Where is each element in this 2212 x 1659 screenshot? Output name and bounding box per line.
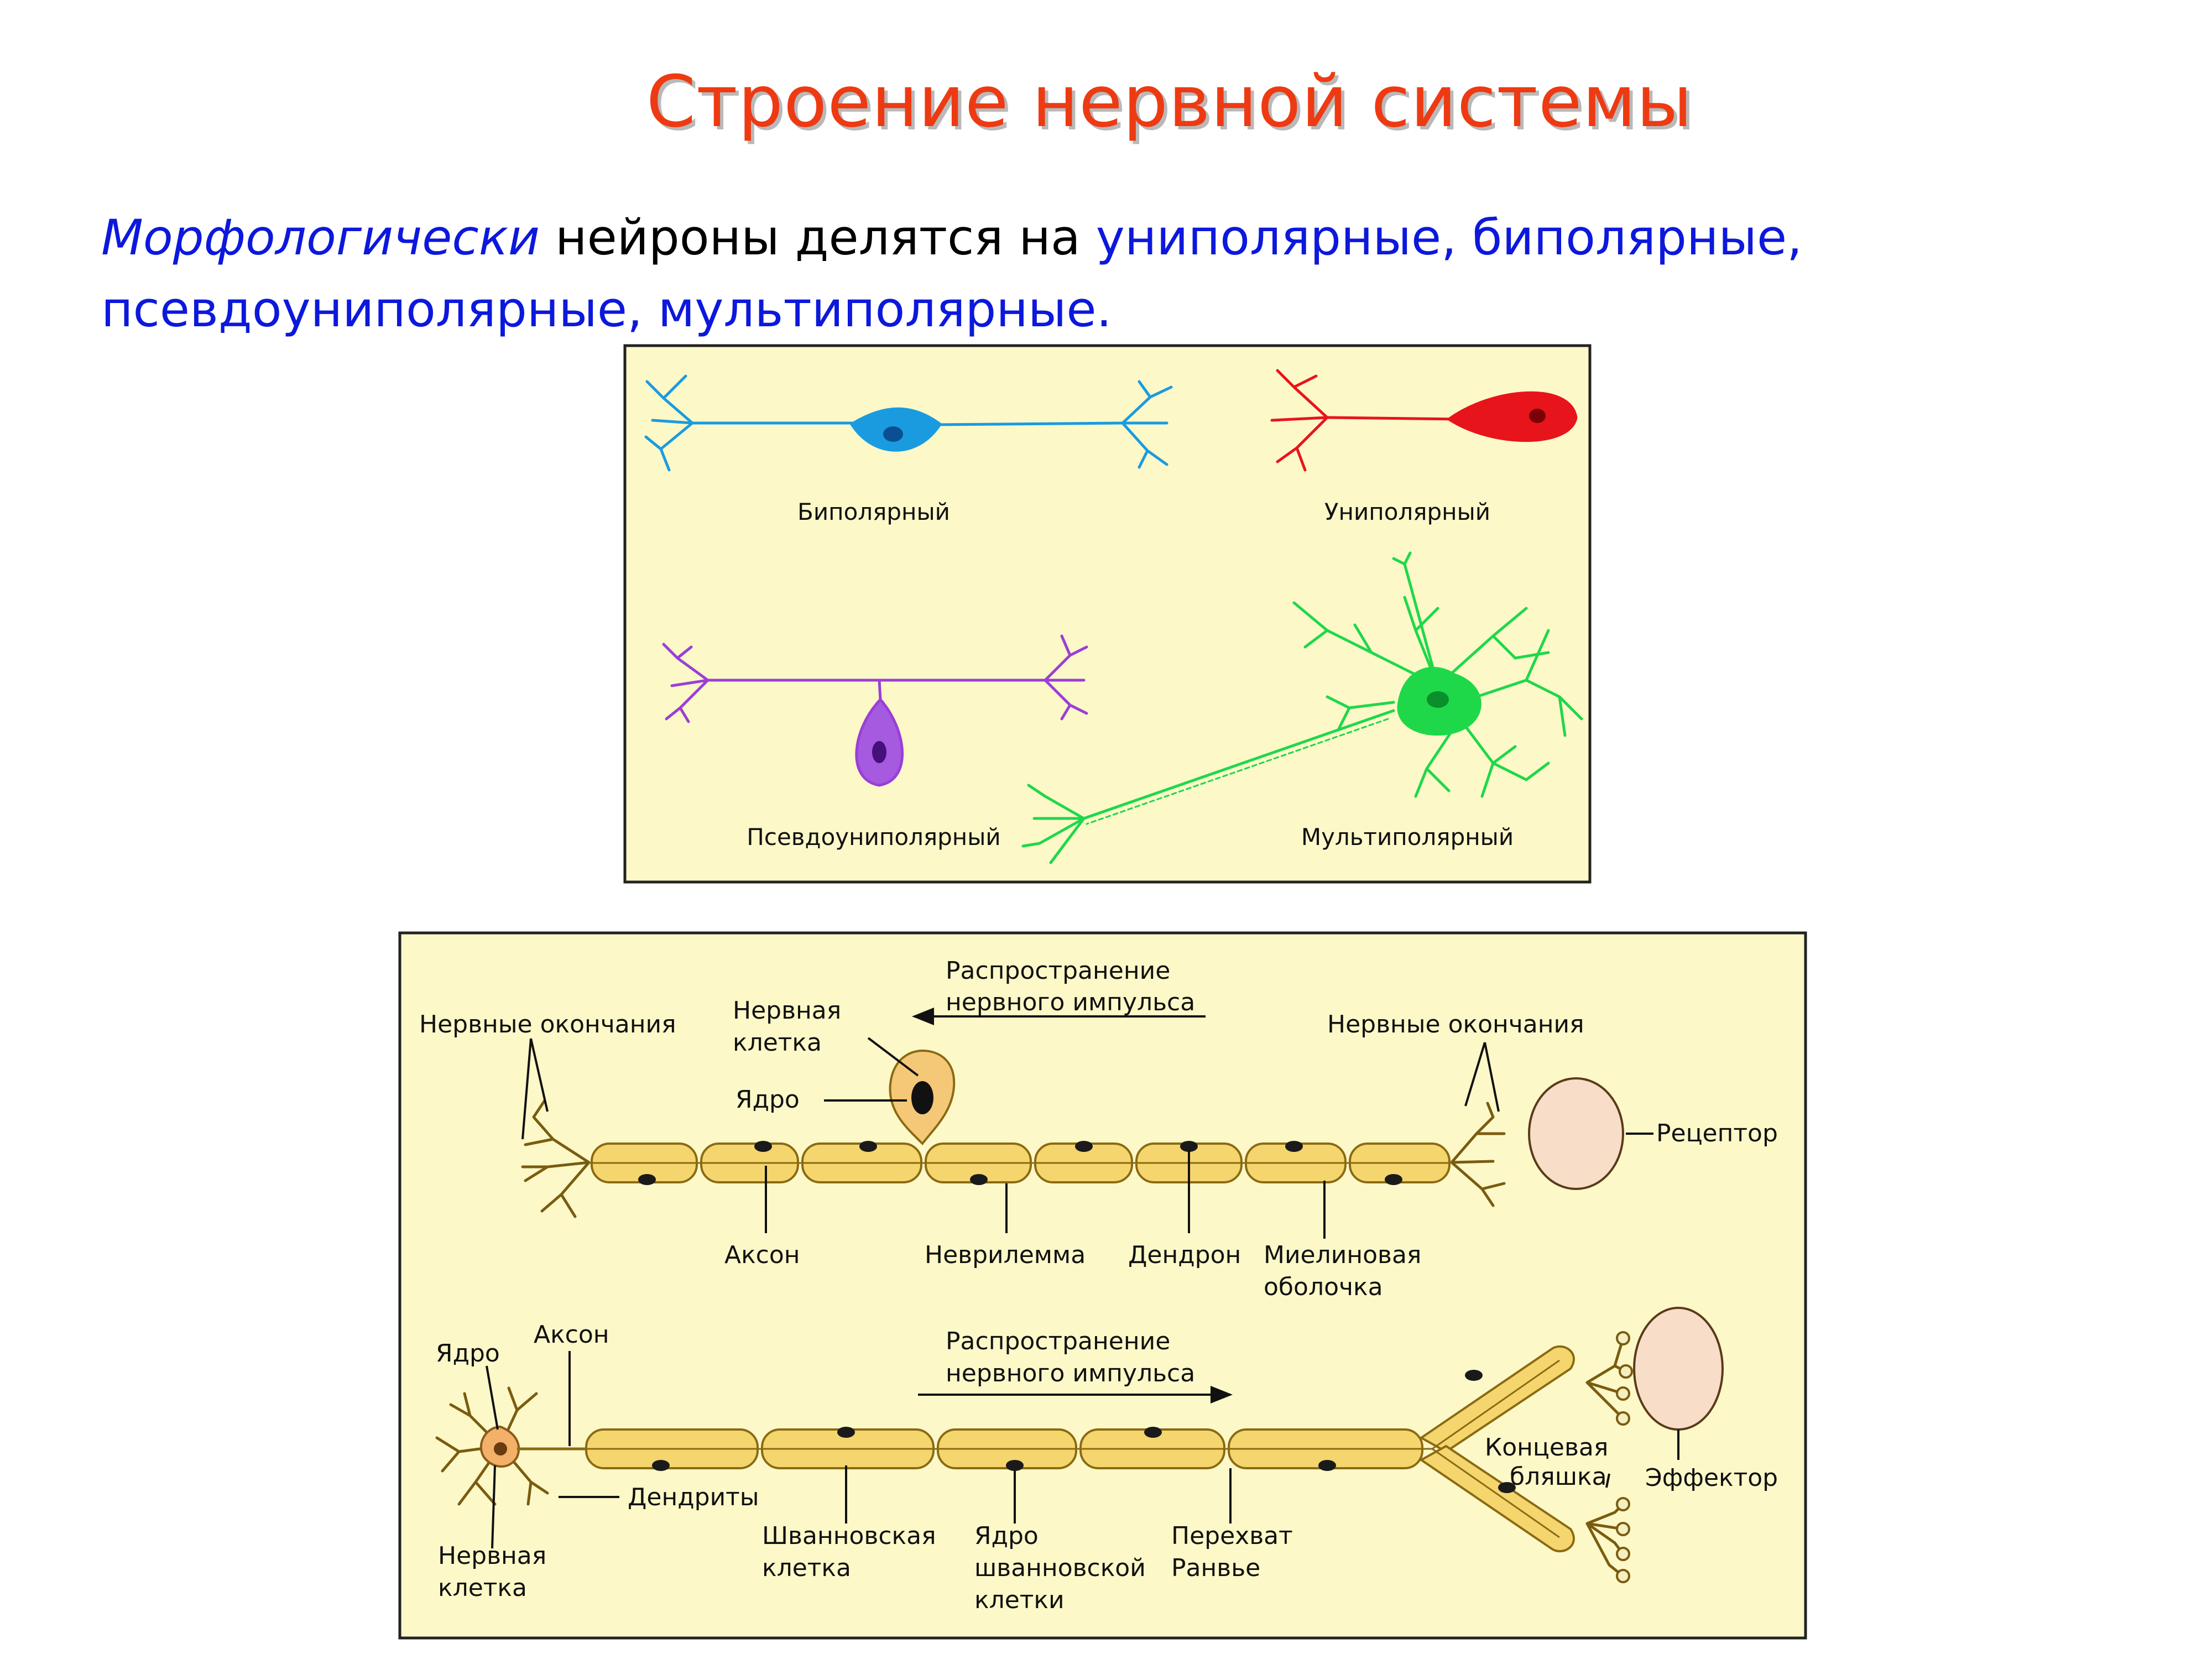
intro-types-line2: псевдоуниполярные, мультиполярные. <box>101 281 1112 338</box>
intro-paragraph: Морфологически нейроны делятся на унипол… <box>101 202 2037 346</box>
slide-title-text: Строение нервной системы <box>646 61 1693 143</box>
sensory-neuron-illustration <box>521 1049 1624 1218</box>
motor-cell-label-1: Нервная <box>438 1542 546 1570</box>
nerve-structure-panel: Нервные окончания Нервная клетка Распрос… <box>398 931 1807 1640</box>
receptor-label: Рецептор <box>1656 1119 1778 1147</box>
unipolar-neuron-illustration <box>1270 369 1578 472</box>
sensory-axon-label: Аксон <box>724 1241 800 1269</box>
unipolar-label: Униполярный <box>1324 498 1490 525</box>
end-plate-label-1: Концевая <box>1485 1433 1608 1462</box>
motor-axon-label: Аксон <box>534 1321 609 1349</box>
schwann-nucleus-label-1: Ядро <box>974 1522 1039 1550</box>
bipolar-label: Биполярный <box>797 498 950 525</box>
myelin-label-1: Миелиновая <box>1264 1241 1421 1269</box>
slide-title: Строение нервной системы <box>0 61 2212 143</box>
pseudounipolar-neuron-illustration <box>662 634 1088 787</box>
motor-neuron-illustration <box>435 1307 1724 1583</box>
sensory-cell-label-2: клетка <box>733 1029 822 1057</box>
sensory-cell-label-1: Нервная <box>733 997 841 1025</box>
pseudounipolar-label: Псевдоуниполярный <box>747 823 1000 851</box>
schwann-nucleus-label-3: клетки <box>974 1586 1065 1614</box>
sensory-impulse-label-2: нервного импульса <box>946 988 1195 1016</box>
effector-label: Эффектор <box>1645 1464 1778 1492</box>
schwann-cell-label-2: клетка <box>762 1554 851 1582</box>
neuron-types-panel-bg <box>623 344 1592 884</box>
neurilemma-label: Неврилемма <box>925 1241 1086 1269</box>
motor-nucleus-label: Ядро <box>436 1339 500 1368</box>
motor-impulse-label-2: нервного импульса <box>946 1359 1195 1387</box>
schwann-nucleus-label-2: шванновской <box>974 1554 1146 1582</box>
end-plate-label-2: бляшка <box>1510 1463 1607 1491</box>
multipolar-label: Мультиполярный <box>1301 823 1514 851</box>
intro-emphasis: Морфологически <box>101 209 540 266</box>
schwann-cell-label-1: Шванновская <box>762 1522 936 1550</box>
dendrites-label: Дендриты <box>628 1483 759 1511</box>
ranvier-label-1: Перехват <box>1171 1522 1293 1550</box>
sensory-endings-right-label: Нервные окончания <box>1327 1010 1584 1039</box>
ranvier-label-2: Ранвье <box>1171 1554 1260 1582</box>
multipolar-neuron-illustration <box>1021 551 1583 864</box>
sensory-nucleus-label: Ядро <box>735 1086 800 1114</box>
sensory-impulse-label-1: Распространение <box>946 957 1170 985</box>
motor-cell-label-2: клетка <box>438 1574 527 1602</box>
myelin-label-2: оболочка <box>1264 1273 1383 1301</box>
nerve-structure-panel-bg <box>398 931 1807 1640</box>
bipolar-neuron-illustration <box>644 374 1173 472</box>
motor-impulse-label-1: Распространение <box>946 1327 1170 1355</box>
sensory-endings-left-label: Нервные окончания <box>419 1010 676 1039</box>
intro-types-line1: униполярные, биполярные, <box>1095 209 1803 266</box>
dendron-label: Дендрон <box>1128 1241 1241 1269</box>
intro-mid: нейроны делятся на <box>540 209 1096 266</box>
neuron-types-panel: Биполярный Униполярный Псевдоуниполярный <box>623 344 1592 884</box>
